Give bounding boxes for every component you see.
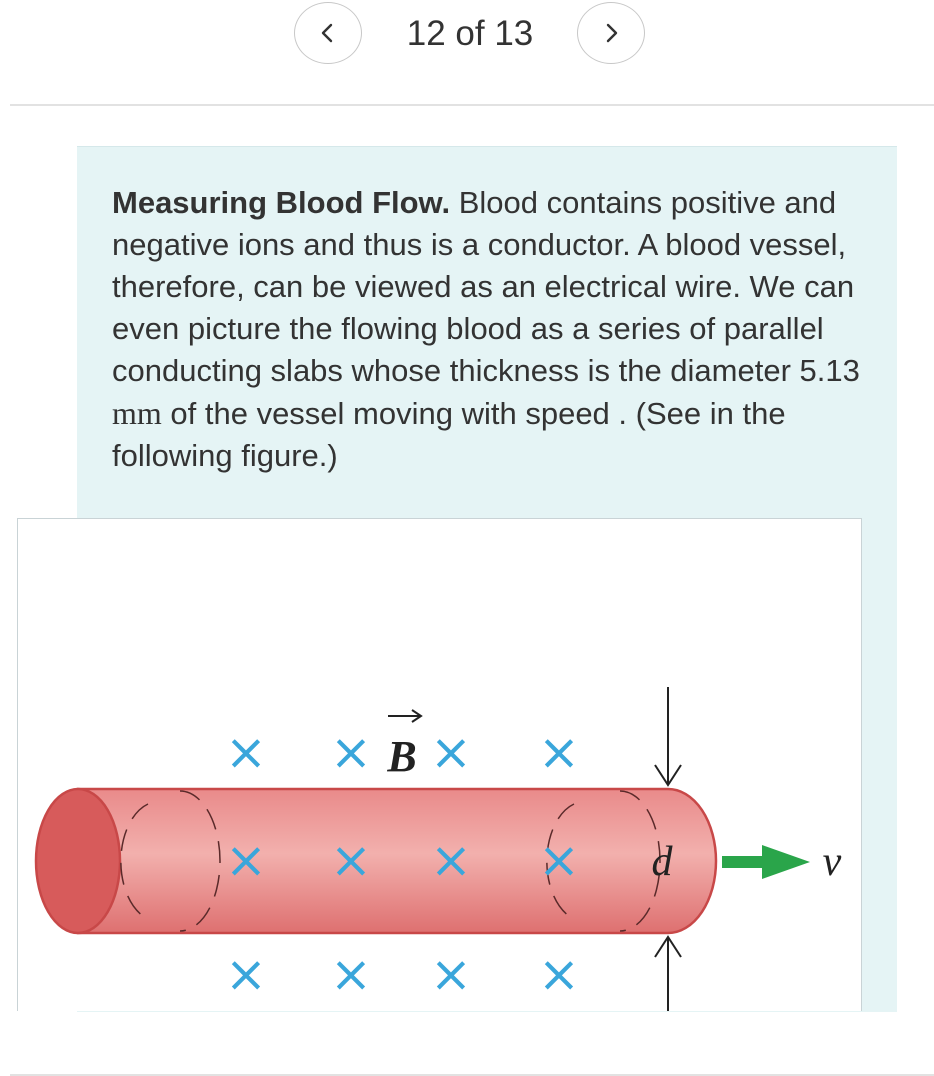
- problem-statement: Measuring Blood Flow. Blood contains pos…: [112, 182, 872, 477]
- field-marker: ×: [538, 945, 580, 1003]
- field-marker: ×: [225, 831, 267, 889]
- next-problem-button[interactable]: [577, 2, 645, 64]
- field-markers-middle: × × × ×: [225, 831, 580, 889]
- field-marker: ×: [538, 831, 580, 889]
- diameter-label: d: [652, 839, 674, 885]
- chevron-left-icon: [321, 23, 333, 43]
- field-marker: ×: [538, 723, 580, 781]
- blood-vessel-diagram: × × × × B × ×: [34, 687, 842, 1011]
- blood-vessel-figure: × × × × B × ×: [17, 518, 862, 1011]
- magnetic-field-label: B: [386, 732, 416, 781]
- problem-text-part2: of the vessel moving with speed . (See i…: [112, 396, 786, 473]
- field-markers-bottom: × × × ×: [225, 945, 580, 1003]
- problem-title: Measuring Blood Flow.: [112, 185, 451, 220]
- previous-problem-button[interactable]: [294, 2, 362, 64]
- vector-arrow-icon: [388, 709, 423, 723]
- field-marker: ×: [330, 945, 372, 1003]
- field-marker: ×: [330, 723, 372, 781]
- diameter-arrow-bottom-icon: [654, 935, 682, 1011]
- diameter-arrow-top-icon: [654, 687, 682, 787]
- field-marker: ×: [225, 945, 267, 1003]
- diameter-value: 5.13: [799, 353, 860, 388]
- chevron-right-icon: [606, 23, 618, 43]
- footer-divider: [10, 1074, 934, 1076]
- blood-vessel: [34, 787, 718, 935]
- diameter-unit: mm: [112, 395, 162, 431]
- field-markers-top: × × × ×: [225, 723, 580, 781]
- field-marker: ×: [225, 723, 267, 781]
- field-marker: ×: [430, 723, 472, 781]
- velocity-arrow-icon: [722, 845, 810, 879]
- field-marker: ×: [430, 831, 472, 889]
- header-divider: [10, 104, 934, 106]
- field-marker: ×: [430, 945, 472, 1003]
- problem-text-part1: Blood contains positive and negative ion…: [112, 185, 855, 388]
- velocity-label: v: [823, 839, 842, 885]
- pager-label: 12 of 13: [406, 14, 534, 53]
- field-marker: ×: [330, 831, 372, 889]
